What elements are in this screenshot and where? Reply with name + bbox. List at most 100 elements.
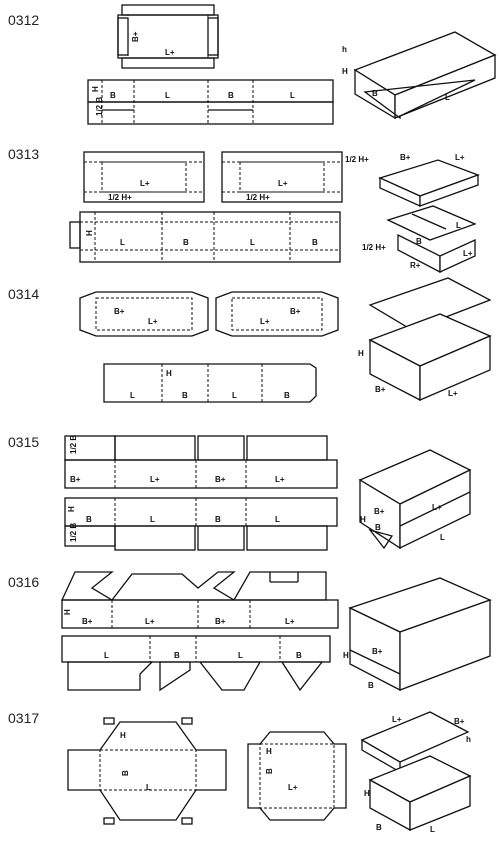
label: L bbox=[238, 651, 243, 660]
label: B bbox=[312, 238, 318, 247]
label: L bbox=[430, 825, 435, 834]
label: B bbox=[368, 681, 374, 690]
box-3d-0313: 1/2 H+ B+ L+ L B 1/2 H+ L+ R+ bbox=[345, 153, 480, 274]
label: H bbox=[266, 747, 272, 756]
label: L+ bbox=[275, 475, 285, 484]
label: B+ bbox=[372, 647, 383, 656]
label: L bbox=[445, 93, 450, 102]
box-3d-0317: L+ B+ h H B L bbox=[360, 711, 472, 834]
label: L+ bbox=[448, 389, 458, 398]
label: L bbox=[120, 238, 125, 247]
label: B+ bbox=[374, 507, 385, 516]
label: B bbox=[376, 823, 382, 832]
label: H bbox=[364, 789, 370, 798]
lid-blank-0314-a: B+ L+ bbox=[79, 291, 209, 337]
label: L bbox=[275, 515, 280, 524]
lid-blank-0314-b: B+ L+ bbox=[215, 291, 339, 337]
label: L bbox=[290, 91, 295, 100]
style-code-0314: 0314 bbox=[8, 286, 40, 302]
label: B+ bbox=[400, 153, 411, 162]
label: 1/2 H+ bbox=[108, 193, 132, 202]
label: B+ bbox=[375, 385, 386, 394]
label: L+ bbox=[463, 249, 473, 258]
label: H bbox=[358, 349, 364, 358]
label: L bbox=[456, 221, 461, 230]
label: B+ bbox=[290, 307, 301, 316]
style-0314: B+ L+ B+ L+ H L B L B H B+ L+ bbox=[79, 277, 492, 403]
label: B+ bbox=[114, 307, 125, 316]
box-3d-0314: H B+ L+ bbox=[358, 277, 492, 402]
label: B bbox=[284, 391, 290, 400]
style-code-0316: 0316 bbox=[8, 574, 40, 590]
label: B bbox=[183, 238, 189, 247]
label: L bbox=[250, 238, 255, 247]
label: L+ bbox=[165, 48, 175, 57]
style-0316: H B+ L+ B+ L+ L B L B H B+ B bbox=[60, 571, 492, 692]
label: L bbox=[232, 391, 237, 400]
style-0313: L+ 1/2 H+ L+ 1/2 H+ H L B L B bbox=[69, 151, 480, 274]
label: B bbox=[265, 768, 274, 774]
lid-blank-0312: B+ L+ bbox=[117, 4, 219, 69]
label: 1/2 H+ bbox=[246, 193, 270, 202]
label: B+ bbox=[215, 617, 226, 626]
label: B+ bbox=[454, 717, 465, 726]
label: H bbox=[63, 609, 72, 615]
label: B bbox=[110, 91, 116, 100]
blank-0316-a: H B+ L+ B+ L+ bbox=[60, 571, 339, 629]
label: 1/2 H+ bbox=[362, 243, 386, 252]
label: B bbox=[416, 237, 422, 246]
label: H bbox=[342, 67, 348, 76]
label: L+ bbox=[148, 317, 158, 326]
label: L+ bbox=[288, 783, 298, 792]
label: L+ bbox=[140, 179, 150, 188]
label: L bbox=[104, 651, 109, 660]
label: B bbox=[228, 91, 234, 100]
style-code-0317: 0317 bbox=[8, 710, 40, 726]
label: 1/2 B bbox=[69, 523, 78, 542]
style-code-0312: 0312 bbox=[8, 12, 40, 28]
label: L bbox=[146, 783, 151, 792]
label: 1/2 H+ bbox=[345, 155, 369, 164]
style-code-0315: 0315 bbox=[8, 434, 40, 450]
label: L bbox=[150, 515, 155, 524]
label: L+ bbox=[150, 475, 160, 484]
label: L+ bbox=[260, 317, 270, 326]
label: B bbox=[86, 515, 92, 524]
label: 1/2 B bbox=[69, 435, 78, 454]
style-0317: H B L H B L+ L+ B+ h H B L bbox=[67, 711, 472, 834]
label: B bbox=[296, 651, 302, 660]
blank-0317-a: H B L bbox=[67, 717, 227, 825]
label: h bbox=[342, 45, 347, 54]
label: H bbox=[67, 506, 76, 512]
style-0315: 1/2 B B+ L+ B+ L+ H B L B L 1/2 B bbox=[64, 435, 472, 551]
blank-0315-a: 1/2 B B+ L+ B+ L+ bbox=[64, 435, 338, 489]
label: H bbox=[360, 515, 366, 524]
base-blank-0314: H L B L B bbox=[103, 363, 317, 403]
blank-0315-b: H B L B L 1/2 B bbox=[64, 497, 338, 551]
label: 1/2 B bbox=[95, 97, 104, 116]
label: H bbox=[166, 369, 172, 378]
label: B bbox=[215, 515, 221, 524]
lid-blank-0313-b: L+ 1/2 H+ bbox=[221, 151, 343, 203]
style-0312: B+ L+ H 1/2 B B L B L h H bbox=[87, 4, 497, 125]
label: H bbox=[343, 651, 349, 660]
label: B bbox=[372, 89, 378, 98]
label: L+ bbox=[145, 617, 155, 626]
label: L bbox=[165, 91, 170, 100]
label: B+ bbox=[131, 31, 140, 42]
label: B+ bbox=[215, 475, 226, 484]
label: L+ bbox=[285, 617, 295, 626]
box-3d-0315: B+ L+ H B L bbox=[358, 449, 472, 550]
label: B bbox=[121, 770, 130, 776]
label: H bbox=[85, 230, 94, 236]
base-blank-0312: H 1/2 B B L B L bbox=[87, 79, 334, 125]
style-code-0313: 0313 bbox=[8, 146, 40, 162]
blank-0317-b: H B L+ bbox=[247, 731, 347, 821]
label: L+ bbox=[278, 179, 288, 188]
label: B bbox=[375, 523, 381, 532]
base-blank-0313: H L B L B bbox=[69, 211, 341, 263]
lid-blank-0313-a: L+ 1/2 H+ bbox=[83, 151, 205, 203]
label: B+ bbox=[70, 475, 81, 484]
label: L bbox=[440, 533, 445, 542]
